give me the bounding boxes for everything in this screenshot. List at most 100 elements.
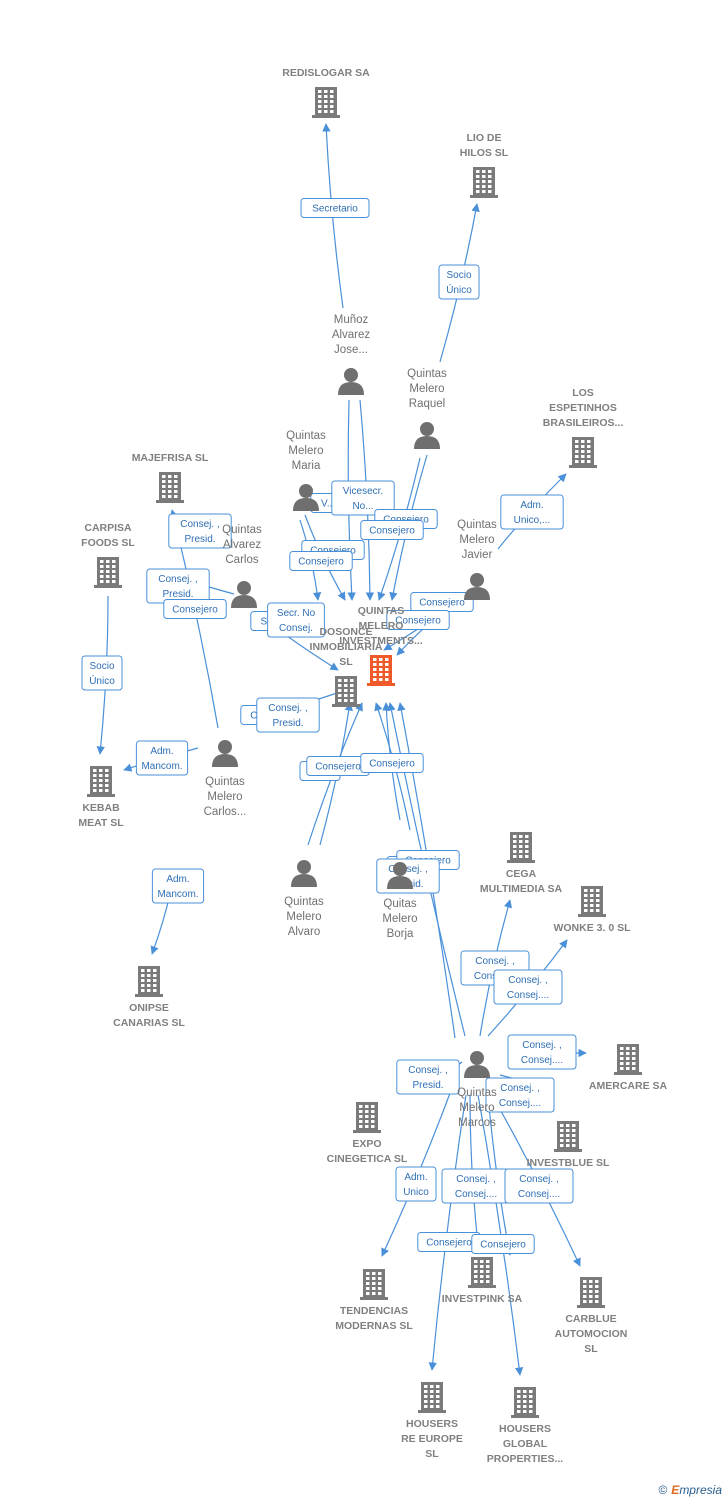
edge-label-e32[interactable]: Consej. ,Consej.... (485, 1077, 555, 1113)
edge-label-e30[interactable]: Consej. ,Consej.... (507, 1034, 577, 1070)
person-label: Quintas (284, 896, 324, 908)
edge-label-text: Vicesecr. (343, 486, 383, 497)
building-icon (614, 1044, 642, 1075)
edge-label-e24[interactable]: Consejero (360, 753, 424, 773)
edge-label-e17[interactable]: Consejero (386, 610, 450, 630)
edge-label-e23[interactable]: Consejero (306, 756, 370, 776)
edge-label-box (504, 1168, 574, 1204)
edge-label-text: Consej. , (408, 1065, 447, 1076)
company-label: TENDENCIAS (340, 1305, 408, 1317)
building-icon (332, 676, 360, 707)
company-node-majefrisa[interactable]: MAJEFRISA SL (132, 452, 209, 503)
edge-label-e11[interactable]: Vicesecr.No... (331, 480, 395, 516)
edge-label-text: Consejero (480, 1240, 526, 1251)
person-icon (212, 740, 238, 767)
edge-label-e33[interactable]: Adm.Unico (395, 1166, 437, 1202)
company-node-espetinhos[interactable]: LOSESPETINHOSBRASILEIROS... (543, 387, 624, 468)
edge-label-e35[interactable]: Consej. ,Consej.... (504, 1168, 574, 1204)
edge-label-e21[interactable]: Consej. ,Presid. (256, 697, 320, 733)
company-label: LIO DE (466, 132, 501, 144)
company-label: MEAT SL (78, 817, 124, 829)
company-label: MAJEFRISA SL (132, 452, 209, 464)
edge-label-text: Consej.... (518, 1189, 560, 1200)
person-node-carlos[interactable]: QuintasMeleroCarlos... (204, 740, 247, 818)
edge-label-e15[interactable]: Consejero (289, 551, 353, 571)
company-label: ESPETINHOS (549, 402, 617, 414)
person-label: Melero (409, 383, 444, 395)
building-icon (470, 167, 498, 198)
edge-label-e16[interactable]: Consejero (410, 592, 474, 612)
edge-label-e31[interactable]: Consej. ,Presid. (396, 1059, 460, 1095)
edge-label-e9[interactable]: Adm.Mancom. (151, 868, 205, 904)
person-label: Quintas (286, 430, 326, 442)
edge-label-e37[interactable]: Consejero (471, 1234, 535, 1254)
edge-label-e5[interactable]: Consej. ,Presid. (146, 568, 210, 604)
building-icon (135, 966, 163, 997)
person-label: Quintas (457, 1087, 497, 1099)
edge-label-text: Mancom. (157, 889, 198, 900)
edge-label-e1[interactable]: Secretario (300, 198, 370, 218)
edge-label-e34[interactable]: Consej. ,Consej.... (441, 1168, 511, 1204)
edge-label-text: Consej. (279, 623, 313, 634)
edge-label-box (500, 494, 564, 530)
person-label: Alvarez (332, 329, 371, 341)
edge-label-box (438, 264, 480, 300)
company-label: INVESTPINK SA (442, 1293, 523, 1305)
edge-label-box (135, 740, 189, 776)
edge-label-text: Adm. (404, 1172, 427, 1183)
edge-label-e13[interactable]: Consejero (360, 520, 424, 540)
edge-label-text: Único (89, 674, 115, 687)
person-label: Melero (207, 791, 242, 803)
company-node-wonke[interactable]: WONKE 3. 0 SL (553, 886, 631, 934)
edge-label-e36[interactable]: Consejero (417, 1232, 481, 1252)
company-label: RE EUROPE (401, 1433, 463, 1445)
company-label: AUTOMOCION (555, 1328, 628, 1340)
company-node-investblue[interactable]: INVESTBLUE SL (527, 1121, 610, 1169)
building-icon (367, 655, 395, 686)
edge-label-e29[interactable]: Consej. ,Consej.... (493, 969, 563, 1005)
person-label: Jose... (334, 344, 368, 356)
company-label: HOUSERS (406, 1418, 458, 1430)
edge-label-e6[interactable]: Consejero (163, 599, 227, 619)
edge-label-box (267, 602, 325, 638)
company-label: WONKE 3. 0 SL (553, 922, 631, 934)
building-icon (353, 1102, 381, 1133)
company-node-redislogar[interactable]: REDISLOGAR SA (282, 67, 370, 118)
edge-label-text: Consej. , (456, 1174, 495, 1185)
company-node-investpink[interactable]: INVESTPINK SA (442, 1257, 523, 1305)
company-node-amercare[interactable]: AMERCARE SA (589, 1044, 668, 1092)
person-node-munoz[interactable]: MuñozAlvarezJose... (332, 314, 371, 395)
building-icon (87, 766, 115, 797)
building-icon (554, 1121, 582, 1152)
person-label: Quitas (383, 898, 416, 910)
company-label: HOUSERS (499, 1423, 551, 1435)
edge-label-e4[interactable]: Consej. ,Presid. (168, 513, 232, 549)
edge-label-e3[interactable]: Adm.Unico,... (500, 494, 564, 530)
company-node-quintas_inv[interactable]: QUINTASMELEROINVESTMENTS... (339, 605, 423, 686)
edge-label-box (163, 599, 227, 619)
edge-label-e8[interactable]: Adm.Mancom. (135, 740, 189, 776)
edge-label-text: Consejero (172, 605, 218, 616)
company-label: REDISLOGAR SA (282, 67, 370, 79)
company-node-housers_gl[interactable]: HOUSERSGLOBALPROPERTIES... (487, 1387, 564, 1465)
